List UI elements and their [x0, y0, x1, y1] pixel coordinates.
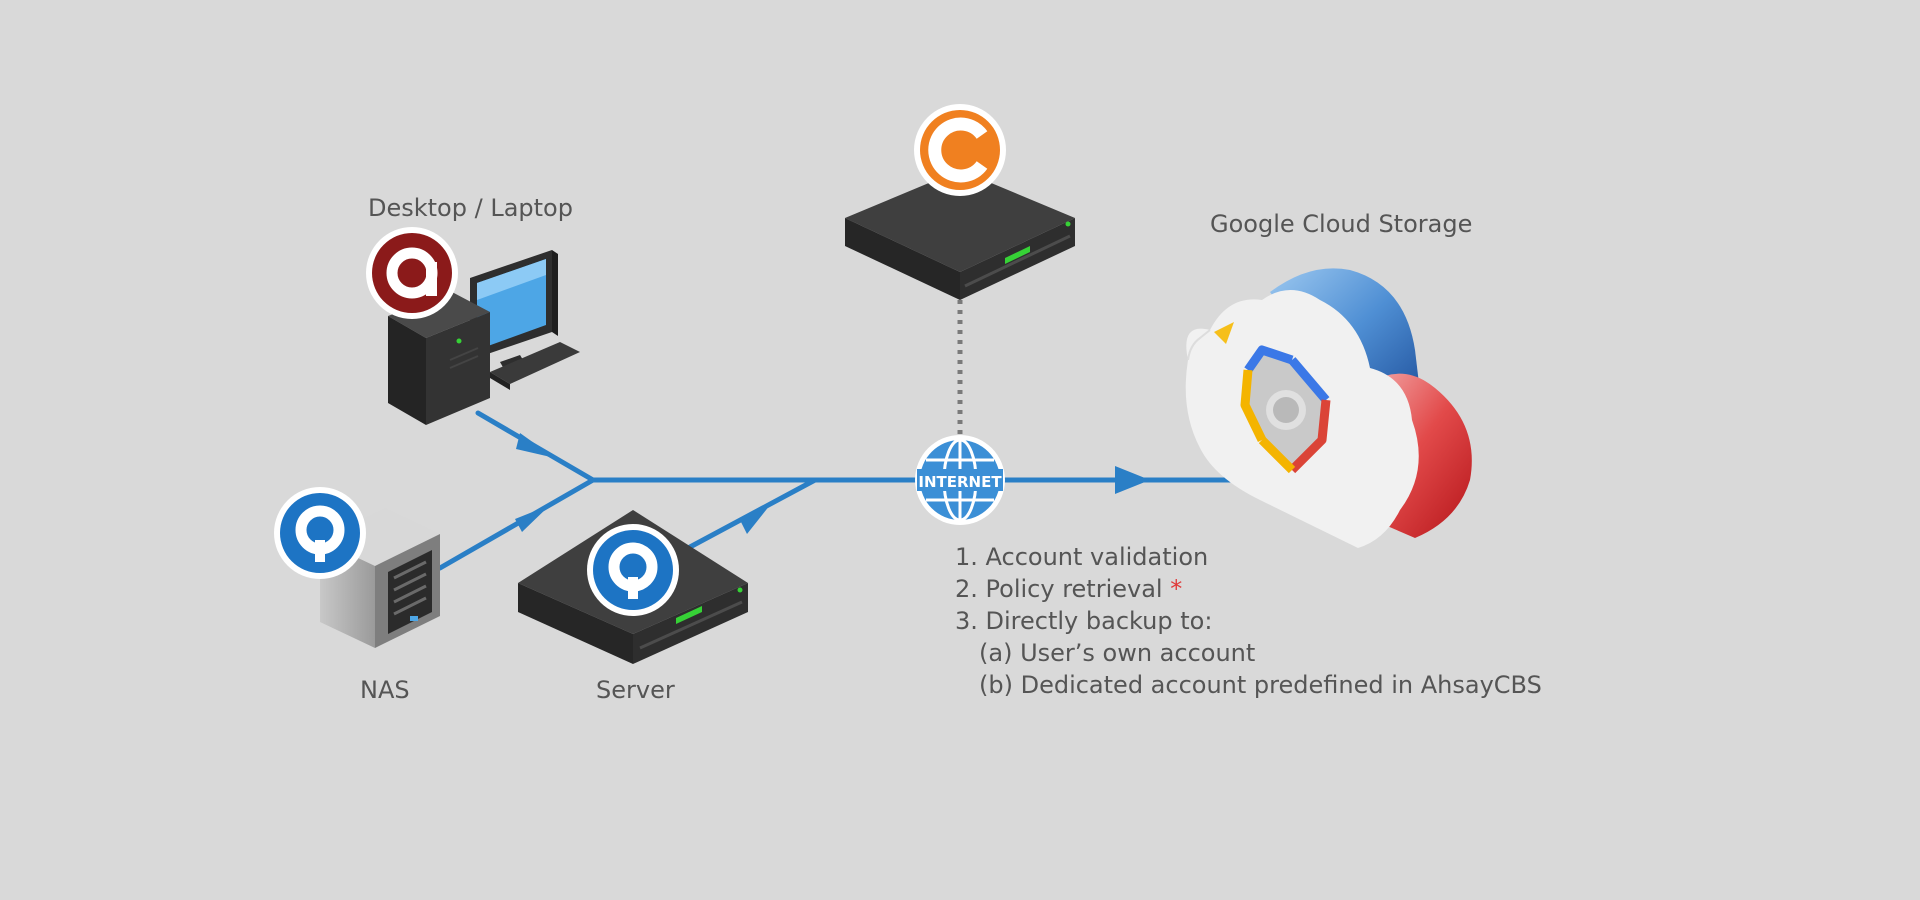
step-2-asterisk: * [1170, 575, 1183, 603]
ahsay-cbs-icon [914, 104, 1006, 196]
server-link [687, 477, 818, 550]
nas-link [437, 477, 596, 571]
step-1: 1. Account validation [955, 543, 1209, 571]
cloud-label: Google Cloud Storage [1210, 210, 1473, 238]
desktop-label: Desktop / Laptop [368, 194, 573, 222]
ahsay-obm-icon [366, 227, 458, 319]
nas-arrow [515, 505, 550, 532]
step-3b: (b) Dedicated account predefined in Ahsa… [979, 671, 1542, 699]
server-ahsay-ace-icon [587, 524, 679, 616]
step-3: 3. Directly backup to: [955, 607, 1213, 635]
flow-arrows [515, 433, 1150, 534]
step-2-text: 2. Policy retrieval [955, 575, 1163, 603]
cloud-arrow [1115, 466, 1150, 494]
internet-label: INTERNET [918, 473, 1002, 491]
nas-ahsay-ace-icon [274, 487, 366, 579]
google-cloud-logo-icon [1240, 345, 1331, 474]
desktop-computer [388, 250, 580, 425]
desktop-arrow [516, 433, 555, 458]
nas-label: NAS [360, 676, 410, 704]
step-3a: (a) User’s own account [979, 639, 1256, 667]
step-2: 2. Policy retrieval * [955, 573, 1542, 605]
server-arrow [740, 505, 770, 534]
cbs-server [845, 170, 1075, 300]
process-steps: 1. Account validation 2. Policy retrieva… [955, 541, 1542, 701]
server-label: Server [596, 676, 675, 704]
globe-icon [915, 435, 1005, 525]
